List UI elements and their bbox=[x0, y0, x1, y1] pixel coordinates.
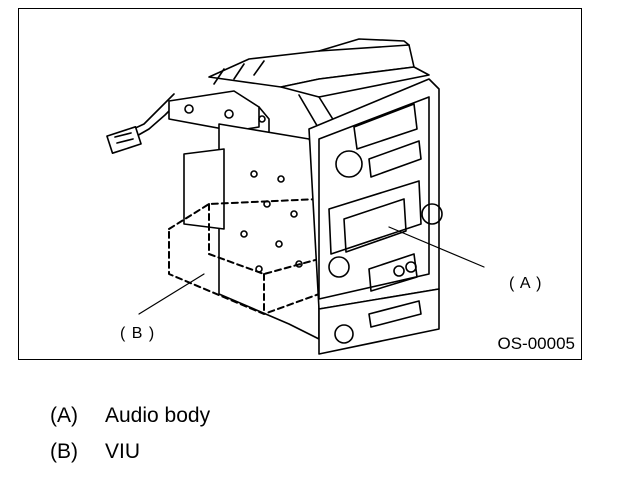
legend-key-a: (A) bbox=[50, 404, 78, 427]
legend-item-a: (A) Audio body bbox=[50, 398, 210, 434]
audio-front-panel bbox=[308, 78, 443, 310]
harness-connector bbox=[106, 93, 180, 154]
legend-key-b: (B) bbox=[50, 440, 78, 463]
legend-label-b: VIU bbox=[105, 440, 141, 463]
audio-unit-illustration bbox=[106, 38, 485, 355]
mounting-bracket bbox=[168, 90, 270, 140]
chassis-side bbox=[183, 123, 320, 340]
callout-b: ( B ) bbox=[120, 325, 156, 342]
callout-a: ( A ) bbox=[509, 275, 543, 292]
legend-item-b: (B) VIU bbox=[50, 434, 210, 470]
figure-frame: ( A ) ( B ) OS-00005 bbox=[18, 8, 582, 360]
audio-lower-panel bbox=[318, 288, 440, 355]
legend: (A) Audio body (B) VIU bbox=[50, 398, 210, 470]
leader-line-b bbox=[138, 273, 205, 315]
leader-line-a bbox=[388, 226, 485, 268]
figure-code: OS-00005 bbox=[497, 334, 576, 353]
top-cover bbox=[208, 38, 430, 130]
legend-label-a: Audio body bbox=[105, 404, 211, 427]
